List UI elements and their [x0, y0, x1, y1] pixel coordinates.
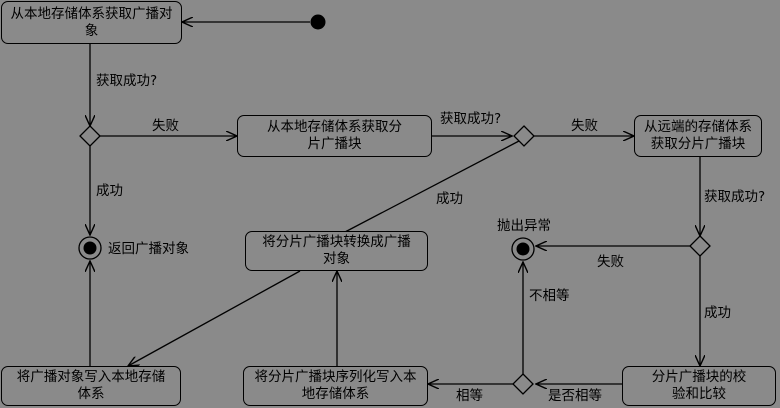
- label-equal: 相等: [456, 388, 483, 404]
- decision-node-4: [512, 373, 534, 395]
- activity-write-broadcast-local: 将广播对象写入本地存储体系: [1, 366, 181, 406]
- label-fail-2: 失败: [571, 118, 598, 134]
- activity-serialize-shard-local: 将分片广播块序列化写入本地存储体系: [243, 366, 428, 406]
- activity-verify-shard-text: 分片广播块的校验和比较: [651, 369, 747, 402]
- label-fail-3: 失败: [597, 254, 624, 270]
- label-fail-1: 失败: [152, 118, 179, 134]
- activity-convert-shard: 将分片广播块转换成广播对象: [245, 231, 428, 271]
- edge-decision2-success: [344, 140, 520, 233]
- activity-get-local-broadcast: 从本地存储体系获取广播对象: [1, 1, 182, 44]
- decision-node-2: [513, 125, 535, 147]
- final-node-return-inner: [83, 241, 97, 255]
- label-success-1: 成功: [96, 183, 123, 199]
- activity-write-broadcast-local-text: 将广播对象写入本地存储体系: [16, 369, 166, 402]
- label-is-equal-q: 是否相等: [548, 388, 602, 404]
- activity-get-remote-shard-text: 从远端的存储体系获取分片广播块: [644, 119, 752, 152]
- initial-node: [310, 14, 326, 30]
- label-q-success-1: 获取成功?: [96, 73, 158, 89]
- activity-get-local-shard-text: 从本地存储体系获取分片广播块: [267, 119, 402, 152]
- label-q-success-3: 获取成功?: [704, 189, 766, 205]
- activity-verify-shard: 分片广播块的校验和比较: [622, 366, 776, 406]
- activity-convert-shard-text: 将分片广播块转换成广播对象: [262, 234, 411, 267]
- activity-get-local-shard: 从本地存储体系获取分片广播块: [237, 115, 432, 157]
- activity-get-local-broadcast-text: 从本地存储体系获取广播对象: [10, 5, 173, 39]
- label-throw-exception: 抛出异常: [497, 218, 551, 234]
- activity-serialize-shard-local-text: 将分片广播块序列化写入本地存储体系: [254, 369, 417, 402]
- label-success-2: 成功: [436, 191, 463, 207]
- label-not-equal: 不相等: [529, 288, 570, 304]
- decision-node-1: [79, 125, 101, 147]
- decision-node-3: [689, 235, 711, 257]
- label-return-broadcast: 返回广播对象: [108, 241, 189, 257]
- label-q-success-2: 获取成功?: [440, 111, 502, 127]
- edge-convert-to-write-broadcast: [128, 270, 301, 366]
- label-success-3: 成功: [704, 305, 731, 321]
- activity-get-remote-shard: 从远端的存储体系获取分片广播块: [634, 115, 762, 157]
- final-node-exception-inner: [516, 242, 530, 256]
